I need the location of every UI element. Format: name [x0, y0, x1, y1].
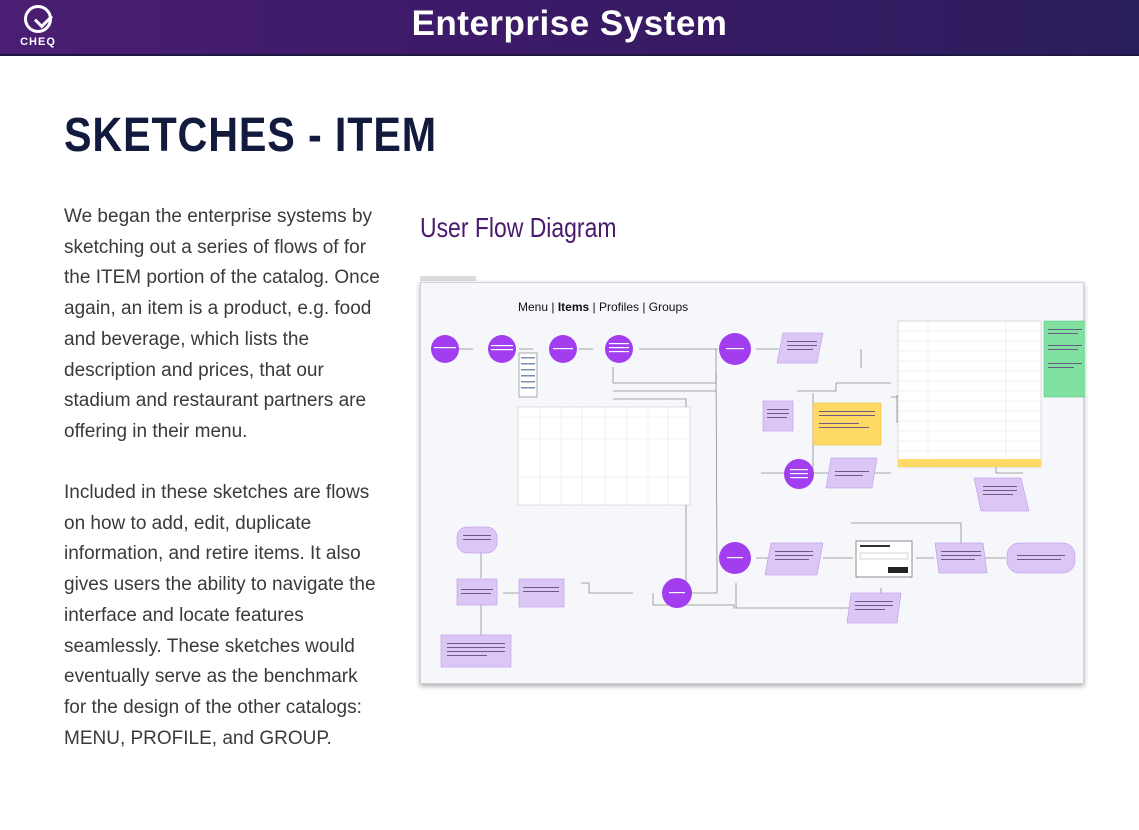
cheq-logo[interactable]: CHEQ — [18, 5, 58, 53]
diagram-nav-separator: | — [639, 300, 649, 314]
diagram-nav-menu: Menu — [518, 300, 549, 314]
diagram-caption-strip — [420, 276, 476, 281]
note-text-lines — [447, 329, 1082, 656]
page-title: SKETCHES - ITEM — [64, 109, 437, 162]
item-data-table — [517, 406, 691, 506]
dropdown-menu-sketch — [518, 352, 538, 398]
diagram-nav-profiles: Profiles — [598, 300, 639, 314]
intro-paragraph-2: Included in these sketches are flows on … — [64, 482, 376, 749]
upload-csv-modal-sketch — [855, 540, 913, 578]
flow-connectors — [459, 348, 1023, 635]
flow-step-node-text — [434, 343, 808, 594]
top-header-bar: CHEQ Enterprise System — [0, 0, 1139, 56]
diagram-nav-items: Items — [557, 300, 590, 314]
section-title-user-flow: User Flow Diagram — [420, 212, 617, 243]
field-requirements-table — [897, 320, 1042, 468]
diagram-menu-nav: Menu | Items | Profiles | Groups — [518, 300, 688, 314]
intro-paragraph-1: We began the enterprise systems by sketc… — [64, 206, 380, 442]
diagram-nav-separator: | — [548, 300, 558, 314]
header-title: Enterprise System — [411, 4, 728, 43]
diagram-nav-groups: Groups — [648, 300, 689, 314]
logo-text: CHEQ — [20, 36, 56, 48]
cheq-logo-icon — [24, 5, 52, 33]
side-note-green — [1043, 320, 1085, 398]
user-flow-diagram: Menu | Items | Profiles | Groups — [420, 282, 1085, 684]
user-flow-diagram-sketch — [431, 320, 1085, 668]
diagram-nav-separator: | — [589, 300, 599, 314]
